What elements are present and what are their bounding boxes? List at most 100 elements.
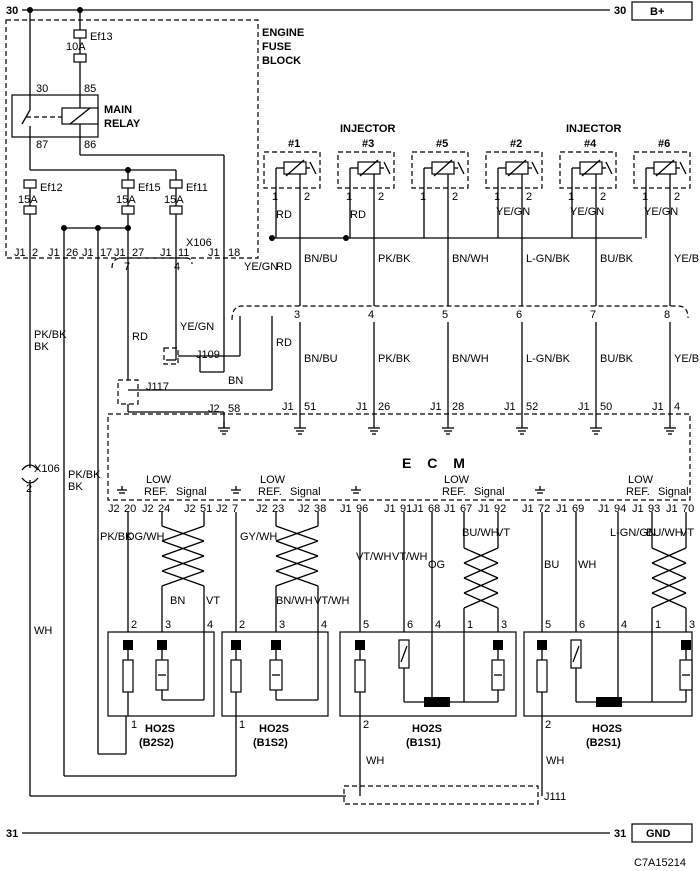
ecm-signal-low: LOW	[444, 474, 470, 486]
ho2s-sensor-pos: (B2S2)	[139, 737, 174, 749]
sensor-wire-label: BN	[170, 595, 185, 607]
ecm-ground-pin: 58	[228, 403, 240, 415]
x106-pin: 7	[124, 261, 130, 273]
injector-pin: 2	[600, 191, 606, 203]
ecm-sensor-pin-num: 24	[158, 503, 170, 515]
sensor-pin: 6	[407, 619, 413, 631]
sensor-pin: 6	[579, 619, 585, 631]
x106-upper-outline	[111, 257, 193, 269]
ecm-sensor-pin-conn: J2	[184, 503, 196, 515]
twisted-pair-strand	[275, 555, 319, 572]
injector-nozzle	[679, 161, 687, 175]
relay-coil-slash	[69, 107, 91, 125]
twisted-pair-strand	[651, 577, 687, 594]
inj-supply-wire: RD	[350, 209, 366, 221]
fuse-block-label-1: ENGINE	[262, 27, 304, 39]
ground-left-num: 31	[6, 828, 18, 840]
fb-pin-conn: J1	[208, 247, 220, 259]
sensor-wire-label: VT/WH	[392, 551, 427, 563]
injector-outline	[411, 151, 469, 189]
ecm-signal-label: Signal	[176, 486, 207, 498]
twisted-pair-strand	[161, 570, 205, 587]
injector-outline	[559, 151, 617, 189]
sensor-connector	[493, 640, 503, 650]
sensor-wire-label: OG	[428, 559, 445, 571]
twisted-pair-strand	[651, 592, 687, 609]
harness-wire: BN	[228, 375, 243, 387]
injector-coil-slash	[507, 159, 527, 177]
injector-number: #2	[510, 138, 522, 150]
ecm-sensor-pin-conn: J2	[216, 503, 228, 515]
ecm-grounds-group	[117, 422, 676, 494]
x106-lower-pin: 2	[26, 483, 32, 495]
ecm-sensor-pin-conn: J2	[298, 503, 310, 515]
ecm-sensor-pin-conn: J1	[522, 503, 534, 515]
junction	[269, 235, 275, 241]
heater-connector	[123, 640, 133, 650]
fuse-ef11-bottom	[169, 205, 183, 215]
ecm-sensor-pin-conn: J1	[632, 503, 644, 515]
sensor-wire-label: PK/BK	[100, 531, 133, 543]
sensor-wire-label: WH	[578, 559, 596, 571]
ho2s-sensor-pos: (B2S1)	[586, 737, 621, 749]
ecm-signal-ref: REF.	[442, 486, 466, 498]
injector-outline	[633, 151, 691, 189]
harness-pin: 5	[442, 309, 448, 321]
ecm-pin-conn: J1	[430, 401, 442, 413]
sensor-wire-label: L-GN/GN	[610, 527, 656, 539]
ecm-pin-num: 28	[452, 401, 464, 413]
harness-wire: YE/GN	[180, 321, 214, 333]
sensor-pin: 2	[363, 719, 369, 731]
ecm-signal-ref: REF.	[258, 486, 282, 498]
j117-box	[117, 379, 139, 405]
injector-harness-outline	[231, 305, 689, 321]
injector-coil-slash	[285, 159, 305, 177]
ecm-sensor-pin-num: 93	[648, 503, 660, 515]
fuse-ef13-bottom	[73, 53, 87, 63]
injector-coil-slash	[433, 159, 453, 177]
injector-signal-label: BN/BU	[304, 353, 338, 365]
twisted-pair-strand	[275, 570, 319, 587]
twisted-pair-strand	[161, 540, 205, 557]
relay-pin-85: 85	[84, 83, 96, 95]
sensor-wire-label: GY/WH	[240, 531, 277, 543]
injector-coil-slash	[581, 159, 601, 177]
injector-pin: 1	[420, 191, 426, 203]
sensor-pin: 4	[435, 619, 441, 631]
injector-signal-label: YE/BK	[674, 353, 700, 365]
injector-number: #6	[658, 138, 670, 150]
ecm-sensor-pin-num: 96	[356, 503, 368, 515]
injector-outline	[337, 151, 395, 189]
ecm-sensor-pin-conn: J2	[108, 503, 120, 515]
injector-signal-label: L-GN/BK	[526, 353, 571, 365]
injector-signal-label: BN/WH	[452, 253, 489, 265]
power-right-num: 30	[614, 5, 626, 17]
heater-element	[230, 659, 242, 693]
ecm-sensor-pin-num: 67	[460, 503, 472, 515]
sensor-pin: 5	[363, 619, 369, 631]
injector-outline	[485, 151, 543, 189]
left-wire-label: PK/BK	[68, 469, 101, 481]
twisted-pair-strand	[161, 525, 205, 542]
inj-supply-wire: YE/GN	[570, 206, 604, 218]
sensor-wire-label: BN/WH	[276, 595, 313, 607]
ecm-sensor-pin-conn: J1	[412, 503, 424, 515]
ground-tag-box	[631, 823, 693, 843]
relay-pin-30: 30	[36, 83, 48, 95]
j111-box	[343, 785, 539, 805]
heater-connector	[537, 640, 547, 650]
injector-signal-label: PK/BK	[378, 253, 411, 265]
ecm-sensor-pin-conn: J2	[256, 503, 268, 515]
harness-pin: 8	[664, 309, 670, 321]
injector-outline	[263, 151, 321, 189]
sensor-pin: 2	[545, 719, 551, 731]
ecm-sensor-pin-conn: J1	[478, 503, 490, 515]
j111-label: J111	[544, 791, 566, 803]
ecm-sensor-pin-num: 38	[314, 503, 326, 515]
fuse-ef11-top	[169, 179, 183, 189]
injector-signal-label: YE/BK	[674, 253, 700, 265]
j109-box	[163, 347, 179, 365]
